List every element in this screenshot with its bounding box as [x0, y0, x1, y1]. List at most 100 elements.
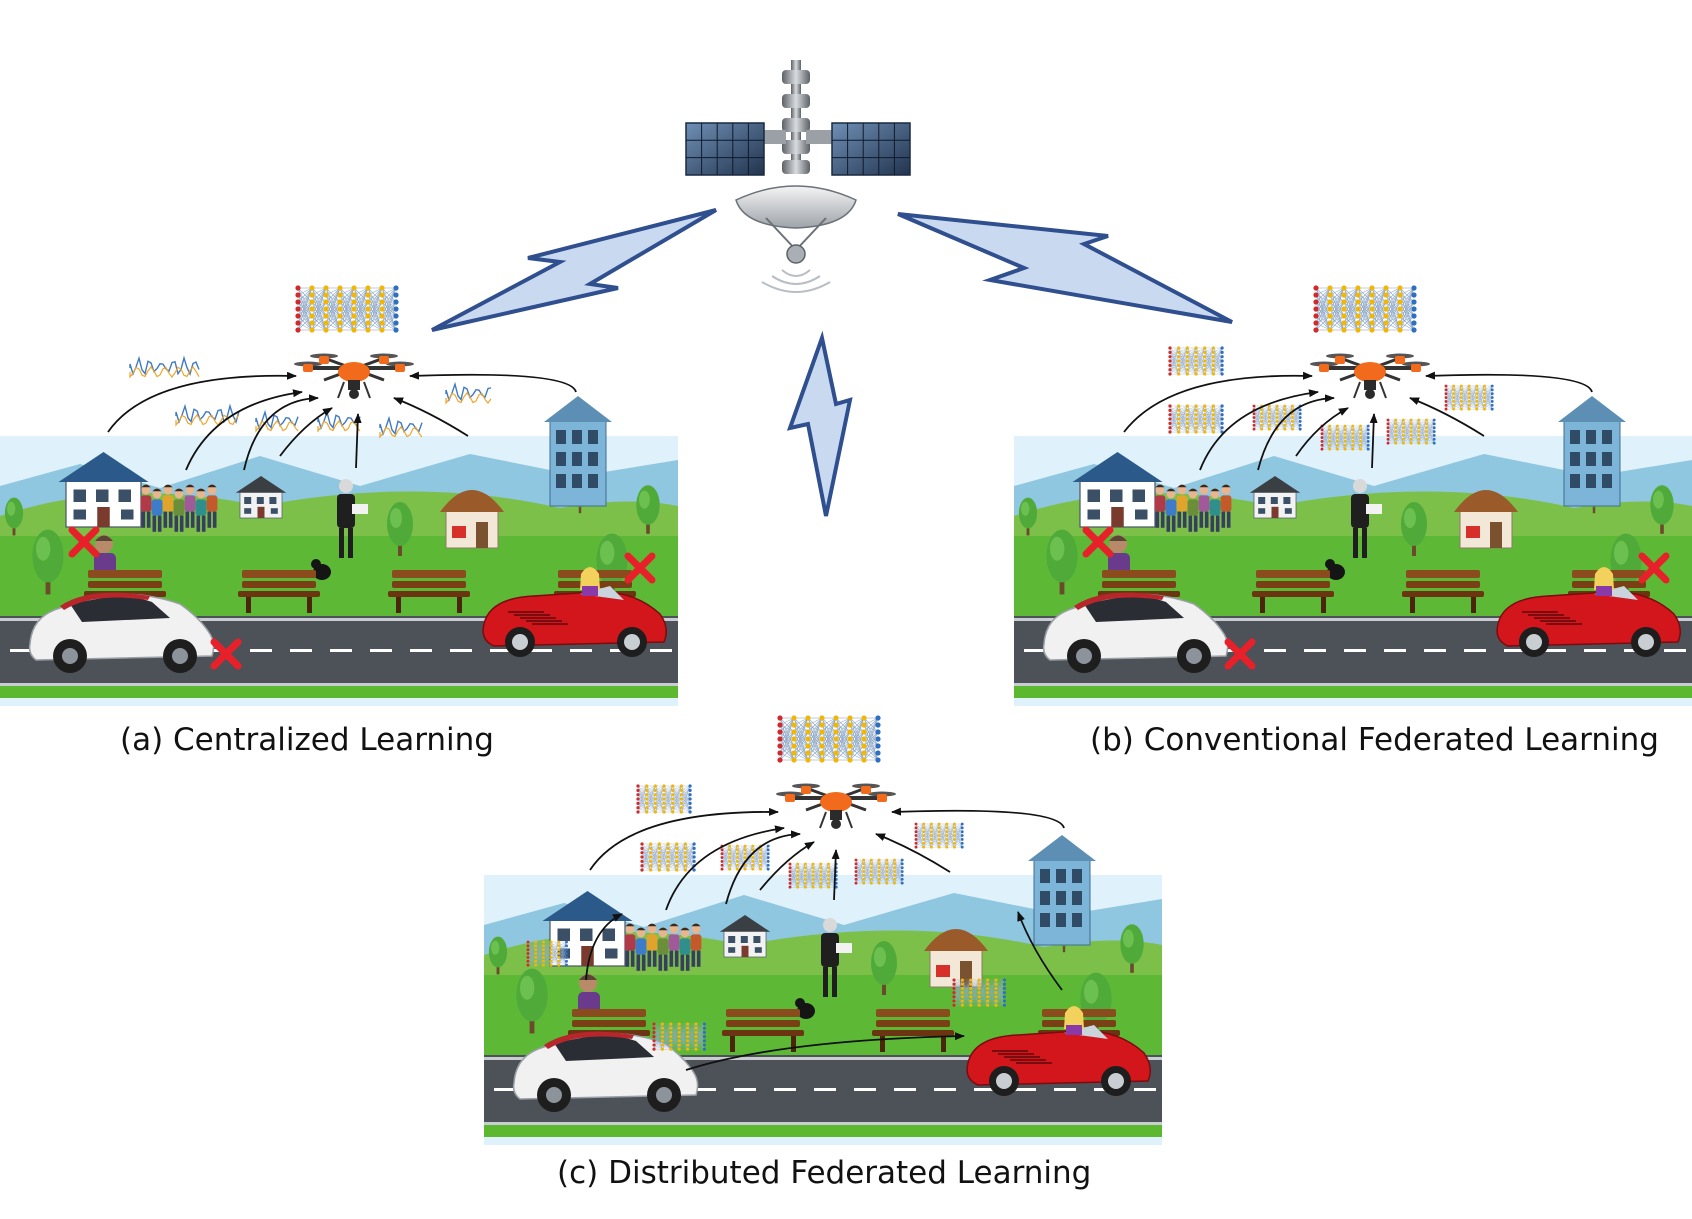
signal-waves-icon: [317, 409, 361, 433]
panel-conventional-federated-learning: [1014, 396, 1692, 706]
house-icon: [235, 476, 287, 519]
red-x-group: [68, 526, 656, 670]
bench-icon: [722, 1009, 804, 1052]
car-icon: [512, 1031, 699, 1112]
red-x-icon: [624, 552, 656, 584]
person-icon: [337, 479, 368, 558]
house-icon: [1028, 835, 1096, 946]
people-icon: [624, 923, 702, 971]
signal-waves-icon: [129, 355, 200, 379]
lightning-icon: [786, 330, 853, 517]
signal-waves-icon: [379, 415, 423, 439]
house-icon: [1249, 476, 1301, 519]
neural-network-icon: [854, 858, 904, 885]
car-icon: [966, 1006, 1151, 1096]
bench-icon: [1252, 570, 1334, 613]
person-icon: [195, 488, 207, 532]
data-flow-arrow: [1257, 394, 1335, 471]
neural-network-icon: [788, 862, 838, 889]
distributed-federated-overlay: [526, 715, 1065, 1071]
red-x-icon: [1082, 526, 1114, 558]
tree-icon: [488, 936, 508, 975]
tree-icon: [871, 941, 897, 995]
data-flow-arrow: [585, 913, 623, 981]
neural-network-icon: [295, 285, 399, 333]
neural-network-icon: [1386, 418, 1436, 445]
data-flow-arrow: [243, 394, 319, 471]
panel-distributed-federated-learning: [484, 835, 1162, 1145]
red-x-icon: [1224, 638, 1256, 670]
person-icon: [1165, 488, 1177, 532]
person-icon: [657, 927, 669, 971]
data-flow-arrow: [185, 389, 303, 471]
caption-conventional-federated-learning: (b) Conventional Federated Learning: [1090, 722, 1659, 758]
bench-icon: [388, 570, 470, 613]
solar-panel: [831, 122, 911, 176]
neural-network-icon: [777, 715, 881, 763]
caption-distributed-federated-learning: (c) Distributed Federated Learning: [557, 1155, 1092, 1191]
tree-icon: [516, 968, 548, 1034]
dog-icon: [1325, 559, 1345, 580]
person-icon: [690, 923, 702, 967]
lightning-icon: [431, 208, 718, 332]
tree-icon: [1120, 924, 1144, 973]
centralized-overlay: [107, 285, 577, 471]
neural-network-icon: [1313, 285, 1417, 333]
data-flow-arrow: [1425, 371, 1593, 393]
house-icon: [544, 396, 612, 507]
data-flow-arrow: [1295, 407, 1349, 457]
neural-network-icon: [1168, 404, 1224, 434]
data-flow-arrow: [1017, 911, 1063, 991]
person-icon: [1351, 479, 1382, 558]
bench-icon: [872, 1009, 954, 1052]
neural-network-icon: [526, 940, 568, 967]
data-flow-arrow: [353, 413, 362, 469]
data-flow-arrow: [665, 825, 785, 911]
dog-icon: [795, 998, 815, 1019]
signal-waves-icon: [175, 403, 240, 427]
data-flow-arrow: [393, 397, 469, 437]
neural-network-icon: [720, 844, 770, 871]
lightning-icon: [897, 212, 1233, 324]
tree-icon: [4, 497, 24, 536]
person-icon: [679, 927, 691, 971]
caption-centralized-learning: (a) Centralized Learning: [120, 722, 494, 758]
person-icon: [151, 488, 163, 532]
car-icon: [28, 592, 215, 673]
person-icon: [184, 484, 196, 528]
red-x-icon: [1638, 552, 1670, 584]
person-icon: [140, 484, 152, 528]
bench-icon: [238, 570, 320, 613]
house-icon: [58, 452, 149, 528]
data-flow-arrow: [725, 830, 801, 905]
data-flow-arrow: [107, 371, 297, 433]
neural-network-icon: [640, 842, 696, 872]
person-icon: [624, 923, 636, 967]
tree-icon: [636, 485, 660, 534]
neural-network-icon: [1444, 384, 1494, 411]
person-icon: [1187, 488, 1199, 532]
person-icon: [173, 488, 185, 532]
neural-network-icon: [636, 784, 692, 814]
tree-icon: [1401, 502, 1427, 556]
tree-icon: [1650, 485, 1674, 534]
red-x-icon: [210, 638, 242, 670]
house-icon: [1072, 452, 1163, 528]
person-icon: [1176, 484, 1188, 528]
data-flow-arrow: [589, 807, 779, 871]
data-flow-arrow: [891, 807, 1065, 829]
satellite-icon: [685, 60, 911, 293]
drone-icon: [1310, 353, 1430, 399]
car-icon: [1496, 567, 1681, 657]
person-icon: [206, 484, 218, 528]
dog-icon: [311, 559, 331, 580]
tree-icon: [1018, 497, 1038, 536]
car-icon: [1042, 592, 1229, 673]
person-icon: [646, 923, 658, 967]
person-icon: [821, 918, 852, 997]
signal-waves-icon: [255, 409, 299, 433]
red-x-icon: [68, 526, 100, 558]
house-icon: [1558, 396, 1626, 507]
red-x-group: [1082, 526, 1670, 670]
